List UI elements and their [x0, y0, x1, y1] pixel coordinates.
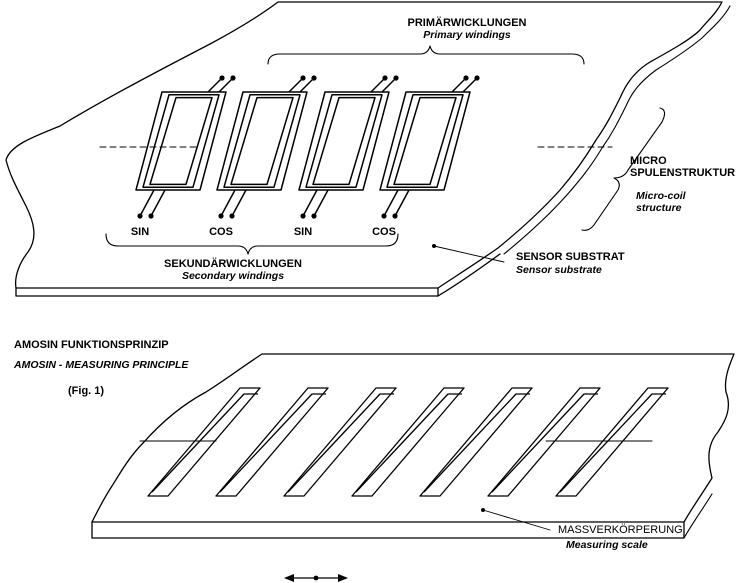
scale-slot-7: [555, 387, 669, 497]
coil-loop-4-2: [386, 94, 464, 188]
primary-terminal-3-2: [393, 75, 399, 81]
scale-slot-array: [147, 387, 669, 497]
secondary-terminal-4-1: [381, 213, 387, 219]
secondary-subtitle: Secondary windings: [182, 270, 284, 282]
secondary-lead-2-1: [220, 189, 236, 217]
secondary-terminal-4-2: [392, 213, 398, 219]
measuring-scale-plate: [91, 353, 735, 539]
primary-terminal-2-2: [311, 75, 317, 81]
scale-slot-5: [419, 387, 533, 497]
scale-slot-wall-4: [355, 393, 462, 493]
sensor-substrate-plate: [5, 1, 731, 297]
secondary-terminal-3-2: [311, 213, 317, 219]
coil-loop-3-3: [312, 96, 376, 186]
primary-lead-4-2: [462, 77, 478, 93]
scale-slot-1: [147, 387, 261, 497]
coil-loop-2-2: [223, 94, 301, 188]
pin-label-3: SIN: [294, 226, 312, 238]
coil-loop-1-3: [149, 96, 213, 186]
secondary-brace: [105, 233, 399, 255]
primary-lead-3-2: [381, 77, 397, 93]
scale-slot-wall-6: [491, 393, 598, 493]
principle-subtitle: AMOSIN - MEASURING PRINCIPLE: [13, 359, 189, 371]
microcoil-sub1: Micro-coil: [636, 190, 687, 202]
coil-loop-2-3: [230, 96, 294, 186]
primary-terminal-3-1: [382, 75, 388, 81]
scale-slot-3: [283, 387, 397, 497]
scale-subtitle: Measuring scale: [566, 539, 648, 551]
scale-slot-wall-1: [151, 393, 258, 493]
scale-slot-wall-7: [559, 393, 666, 493]
substrate-subtitle: Sensor substrate: [516, 264, 602, 276]
scale-slot-wall-3: [287, 393, 394, 493]
pin-label-4: COS: [372, 226, 396, 238]
scale-slot-2: [215, 387, 329, 497]
primary-lead-3-1: [370, 77, 386, 93]
primary-lead-2-1: [288, 77, 304, 93]
figure-number: (Fig. 1): [68, 385, 104, 397]
secondary-terminal-1-2: [148, 213, 154, 219]
primary-lead-2-2: [299, 77, 315, 93]
primary-terminal-1-2: [230, 75, 236, 81]
primary-terminal-4-1: [463, 75, 469, 81]
coil-loop-3-2: [305, 94, 383, 188]
scale-slot-wall-2: [219, 393, 326, 493]
principle-title: AMOSIN FUNKTIONSPRINZIP: [14, 339, 169, 351]
secondary-terminal-3-1: [300, 213, 306, 219]
scale-title: MASSVERKÖRPERUNG: [558, 524, 683, 536]
secondary-lead-3-2: [313, 189, 329, 217]
pin-label-2: COS: [209, 226, 233, 238]
primary-lead-4-1: [451, 77, 467, 93]
scale-slot-wall-5: [423, 393, 530, 493]
secondary-lead-2-2: [231, 189, 247, 217]
scale-slot-4: [351, 387, 465, 497]
microcoil-brace: [581, 107, 666, 231]
primary-subtitle: Primary windings: [423, 29, 511, 41]
coil-loop-3-1: [298, 91, 390, 191]
primary-lead-1-2: [218, 77, 234, 93]
secondary-terminal-2-2: [229, 213, 235, 219]
coil-loop-1-2: [142, 94, 220, 188]
substrate-leader: [433, 245, 505, 263]
secondary-lead-4-1: [383, 189, 399, 217]
movement-arrow-icon: [284, 574, 348, 582]
secondary-title: SEKUNDÄRWICKLUNGEN: [164, 257, 302, 270]
secondary-terminal-1-1: [137, 213, 143, 219]
coil-loop-2-1: [216, 91, 308, 191]
scale-leader-dot: [481, 508, 485, 512]
primary-terminal-2-1: [300, 75, 306, 81]
scale-leader: [482, 509, 551, 531]
primary-terminal-4-2: [474, 75, 480, 81]
substrate-leader-dot: [432, 244, 436, 248]
primary-title: PRIMÄRWICKLUNGEN: [408, 16, 527, 29]
primary-lead-1-1: [207, 77, 223, 93]
microcoil-line1: MICRO: [630, 155, 667, 167]
micro-coil-array: [135, 75, 480, 219]
secondary-lead-1-2: [150, 189, 166, 217]
microcoil-line2: SPULENSTRUKTUR: [630, 167, 735, 179]
primary-terminal-1-1: [219, 75, 225, 81]
coil-loop-4-1: [379, 91, 471, 191]
secondary-lead-3-1: [302, 189, 318, 217]
coil-loop-1-1: [135, 91, 227, 191]
microcoil-sub2: structure: [636, 202, 682, 214]
scale-slot-6: [487, 387, 601, 497]
coil-loop-4-3: [393, 96, 457, 186]
secondary-terminal-2-1: [218, 213, 224, 219]
secondary-lead-4-2: [394, 189, 410, 217]
pin-label-1: SIN: [131, 226, 149, 238]
primary-brace: [267, 45, 585, 65]
substrate-title: SENSOR SUBSTRAT: [516, 251, 625, 263]
secondary-lead-1-1: [139, 189, 155, 217]
